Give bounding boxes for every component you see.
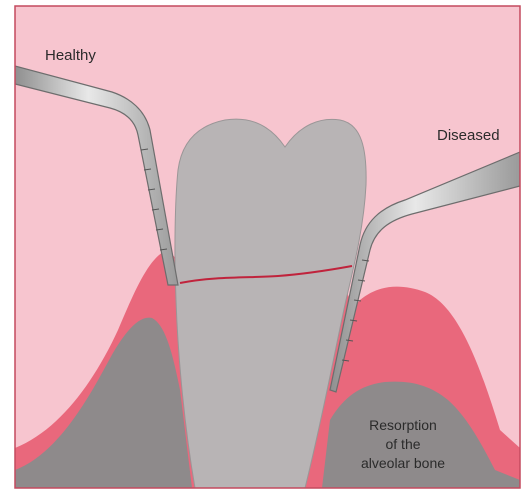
resorption-label-line2: of the: [385, 436, 420, 452]
diseased-label: Diseased: [437, 127, 500, 144]
resorption-label-line1: Resorption: [369, 417, 437, 433]
healthy-label: Healthy: [45, 47, 96, 64]
resorption-label-line3: alveolar bone: [361, 455, 445, 471]
